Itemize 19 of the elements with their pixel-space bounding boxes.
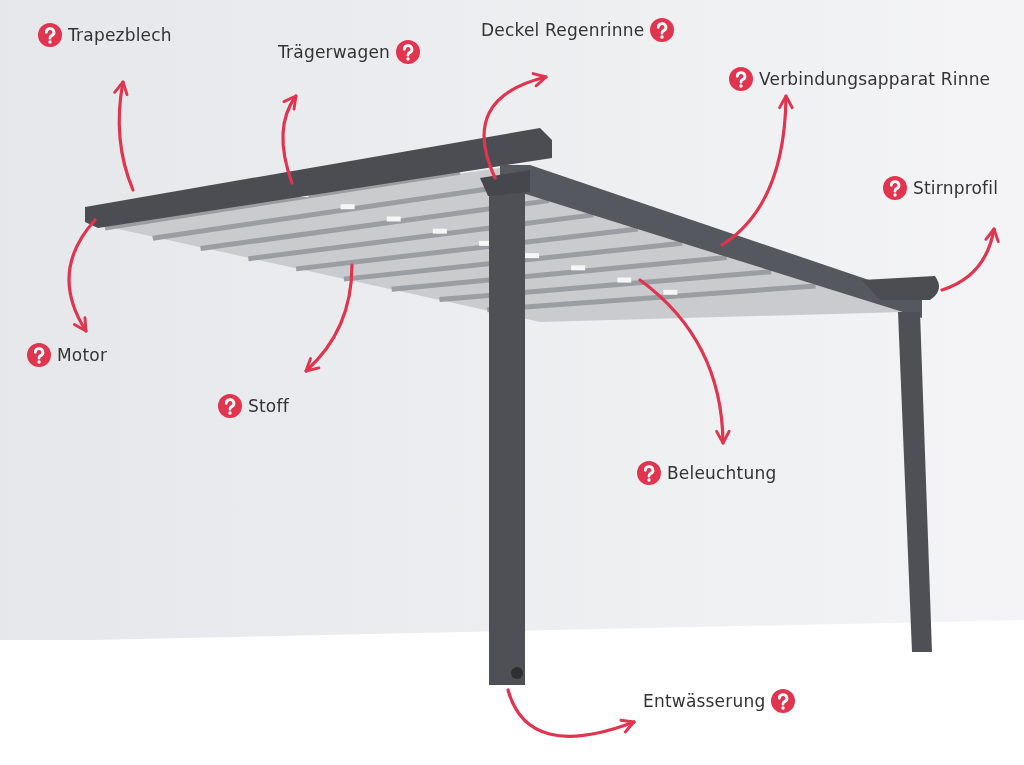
leader-arrow (638, 278, 731, 445)
leader-arrow (113, 80, 135, 192)
callout-label: Motor (57, 345, 108, 365)
callout-label: Stoff (248, 396, 289, 416)
leader-arrow (67, 218, 97, 333)
callout-label: Trapezblech (68, 25, 172, 45)
callout-label: Deckel Regenrinne (481, 20, 645, 40)
callout-label: Stirnprofil (913, 178, 999, 198)
leader-arrow (940, 227, 1000, 292)
end-cap (862, 276, 939, 300)
leader-arrow (304, 263, 354, 373)
callout-label: Beleuchtung (667, 463, 777, 483)
callout-label: Trägerwagen (278, 42, 391, 62)
leader-arrow (281, 94, 298, 185)
callout-label: Verbindungsapparat Rinne (759, 69, 991, 89)
leader-arrow (720, 94, 794, 247)
leader-arrow (506, 688, 636, 738)
leader-arrow (482, 72, 548, 180)
callout-label: Entwässerung (643, 691, 766, 711)
